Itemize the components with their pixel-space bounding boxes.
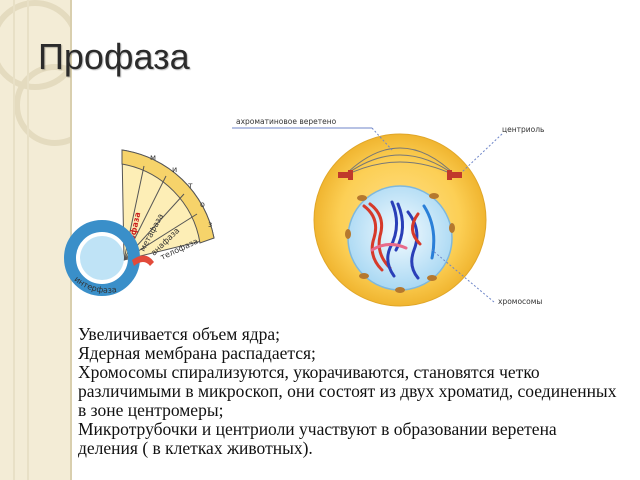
mitosis-letter-2: и [172, 165, 177, 174]
mitosis-letter-5: з [208, 220, 212, 229]
slide-title: Профаза [38, 36, 190, 77]
chromosomes [362, 200, 436, 280]
label-centriole: центриоль [502, 125, 544, 134]
interphase-ring: интерфаза [64, 220, 154, 296]
mitosis-fan: м и т о з профаза метафаза анафаза телоф… [121, 149, 215, 262]
mitosis-letter-1: м [150, 153, 156, 162]
text-line-2: Ядерная мембрана распадается; [78, 343, 316, 363]
text-line-4: Микротрубочки и центриоли участвуют в об… [78, 419, 557, 458]
text-line-3: Хромосомы спирализуются, укорачиваются, … [78, 362, 617, 420]
mitosis-letter-4: о [200, 200, 205, 209]
cycle-arrow-icon [132, 255, 154, 266]
decorative-circles [0, 0, 70, 480]
centriole-left [338, 170, 353, 180]
cell [313, 133, 487, 307]
decorative-side-panel [0, 0, 70, 480]
description-text: Увеличивается объем ядра; Ядерная мембра… [78, 325, 618, 458]
mitosis-letter-3: т [188, 181, 193, 190]
text-line-1: Увеличивается объем ядра; [78, 324, 281, 344]
prophase-diagram: м и т о з профаза метафаза анафаза телоф… [64, 117, 544, 307]
label-spindle: ахроматиновое веретено [236, 117, 337, 126]
label-chromosomes: хромосомы [498, 297, 542, 306]
centriole-right [447, 170, 462, 180]
